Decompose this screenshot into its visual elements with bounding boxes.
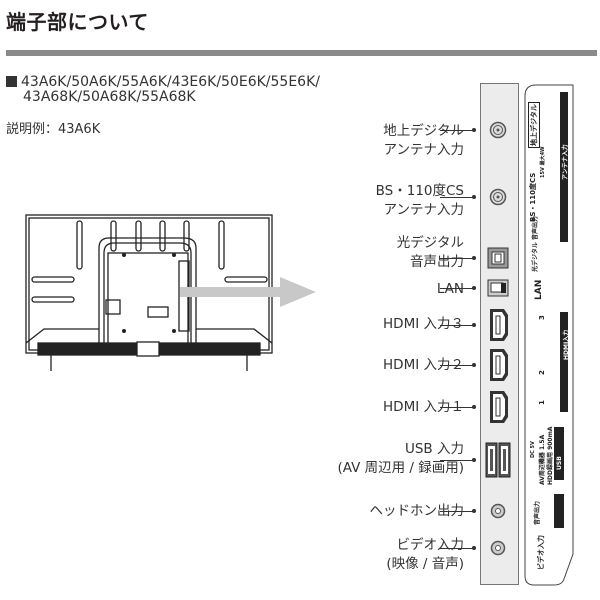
terminal-label-line1: ビデオ入力 — [396, 537, 465, 553]
sticker-hdmi-2: 2 — [538, 370, 546, 375]
terminal-label-line1: HDMI 入力１ — [383, 399, 464, 415]
terminal-label-line1: HDMI 入力３ — [383, 316, 464, 332]
sticker-lan: LAN — [534, 279, 544, 300]
terminal-label-line2: アンテナ入力 — [383, 142, 464, 158]
tv-rear-illustration — [25, 214, 273, 371]
leader-line — [440, 286, 476, 290]
leader-line — [440, 363, 476, 367]
bullet-square-icon — [6, 76, 17, 87]
sticker-usb: USB — [556, 456, 563, 470]
video-jack-icon — [490, 540, 506, 556]
example-model: 説明例：43A6K — [6, 122, 101, 137]
leader-line — [440, 323, 476, 327]
leader-line — [440, 195, 476, 199]
terminal-label-line1: LAN — [436, 281, 464, 297]
leader-line — [440, 128, 476, 132]
terminal-label-line1: 光デジタル — [396, 235, 464, 251]
sticker-power: 15V 最大4W — [540, 146, 546, 178]
terminal-label: BS・110度CS アンテナ入力 — [376, 182, 464, 220]
sticker-optical: 光デジタル 音声出力 — [532, 216, 539, 272]
terminal-label-line2: アンテナ入力 — [383, 202, 464, 218]
terminal-label-line1: BS・110度CS — [375, 183, 464, 199]
usb-port-icon — [485, 442, 511, 478]
terminal-label-line1: HDMI 入力２ — [383, 357, 464, 373]
sticker-video: ビデオ入力 — [537, 535, 545, 570]
terminal-label: LAN — [437, 280, 464, 299]
terminal-label: HDMI 入力１ — [383, 398, 464, 417]
sticker-bs-cs: BS・110度CS — [529, 172, 537, 222]
antenna-coax-icon — [489, 121, 507, 139]
terminal-label: HDMI 入力３ — [383, 315, 464, 334]
terminal-label-line1: 地上デジタル — [383, 123, 464, 139]
models-line-2: 43A68K/50A68K/55A68K — [23, 89, 196, 105]
terminal-label: USB 入力 (AV 周辺用 / 録画用) — [337, 440, 464, 478]
title-rule — [6, 50, 597, 56]
sticker-terrestrial: 地上デジタル — [528, 102, 540, 148]
terminal-label: ビデオ入力 (映像 / 音声) — [386, 536, 464, 574]
hdmi-port-icon — [490, 349, 508, 381]
terminal-label: 地上デジタルアンテナ入力 — [383, 122, 464, 160]
sticker-headphone: 音声出力 — [534, 500, 541, 525]
models-line-1: 43A6K/50A6K/55A6K/43E6K/50E6K/55E6K/ — [21, 74, 320, 90]
sticker-hdmi-1: 1 — [538, 400, 546, 405]
antenna-coax-icon — [489, 188, 507, 206]
terminal-label: 光デジタル音声出力 — [397, 234, 464, 272]
leader-line — [440, 256, 476, 260]
leader-line — [440, 546, 476, 550]
leader-line — [440, 458, 476, 462]
terminal-label: HDMI 入力２ — [383, 356, 464, 375]
pointer-arrow-icon — [180, 277, 316, 307]
hdmi-port-icon — [490, 391, 508, 423]
optical-port-icon — [487, 247, 509, 269]
leader-line — [440, 405, 476, 409]
terminal-label: ヘッドホン出力 — [370, 502, 465, 521]
sticker-usb-spec-3: HDD録画用 900mA — [547, 426, 554, 486]
terminal-label-line2: 音声出力 — [410, 254, 464, 270]
sticker-hdmi-input: HDMI入力 — [563, 329, 570, 360]
leader-line — [440, 509, 476, 513]
terminal-label-line2: (映像 / 音声) — [386, 556, 464, 572]
headphone-jack-icon — [490, 503, 506, 519]
lan-port-icon — [487, 279, 509, 297]
terminal-label-sticker — [524, 84, 574, 586]
terminal-label-line2: (AV 周辺用 / 録画用) — [337, 460, 464, 476]
sticker-antenna-input: アンテナ入力 — [562, 144, 569, 180]
sticker-hdmi-3: 3 — [538, 315, 546, 320]
hdmi-port-icon — [490, 309, 508, 341]
page-title: 端子部について — [6, 10, 149, 34]
terminal-label-line1: USB 入力 — [404, 441, 464, 457]
sticker-usb-spec-1: DC 5V — [530, 441, 536, 458]
model-list: 43A6K/50A6K/55A6K/43E6K/50E6K/55E6K/ 43A… — [6, 75, 320, 105]
terminal-label-line1: ヘッドホン出力 — [369, 503, 465, 519]
